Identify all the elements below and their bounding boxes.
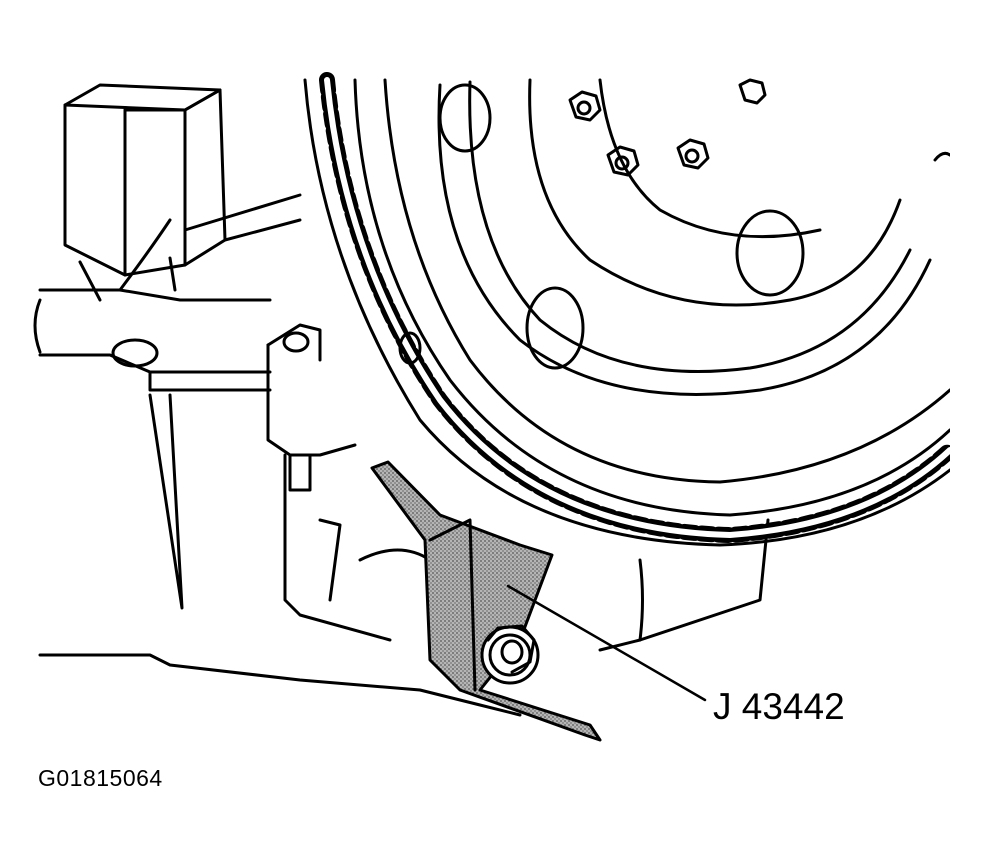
mounting-bracket — [268, 325, 355, 490]
flywheel-holding-tool — [372, 462, 600, 740]
flywheel-face — [400, 80, 950, 394]
callout-leader-line — [508, 586, 705, 700]
figure-id: G01815064 — [38, 765, 163, 791]
flywheel-ring-gear — [305, 80, 950, 545]
flywheel-bolts — [570, 80, 765, 175]
sensor-block — [65, 85, 300, 300]
tool-callout-label: J 43442 — [713, 686, 845, 727]
